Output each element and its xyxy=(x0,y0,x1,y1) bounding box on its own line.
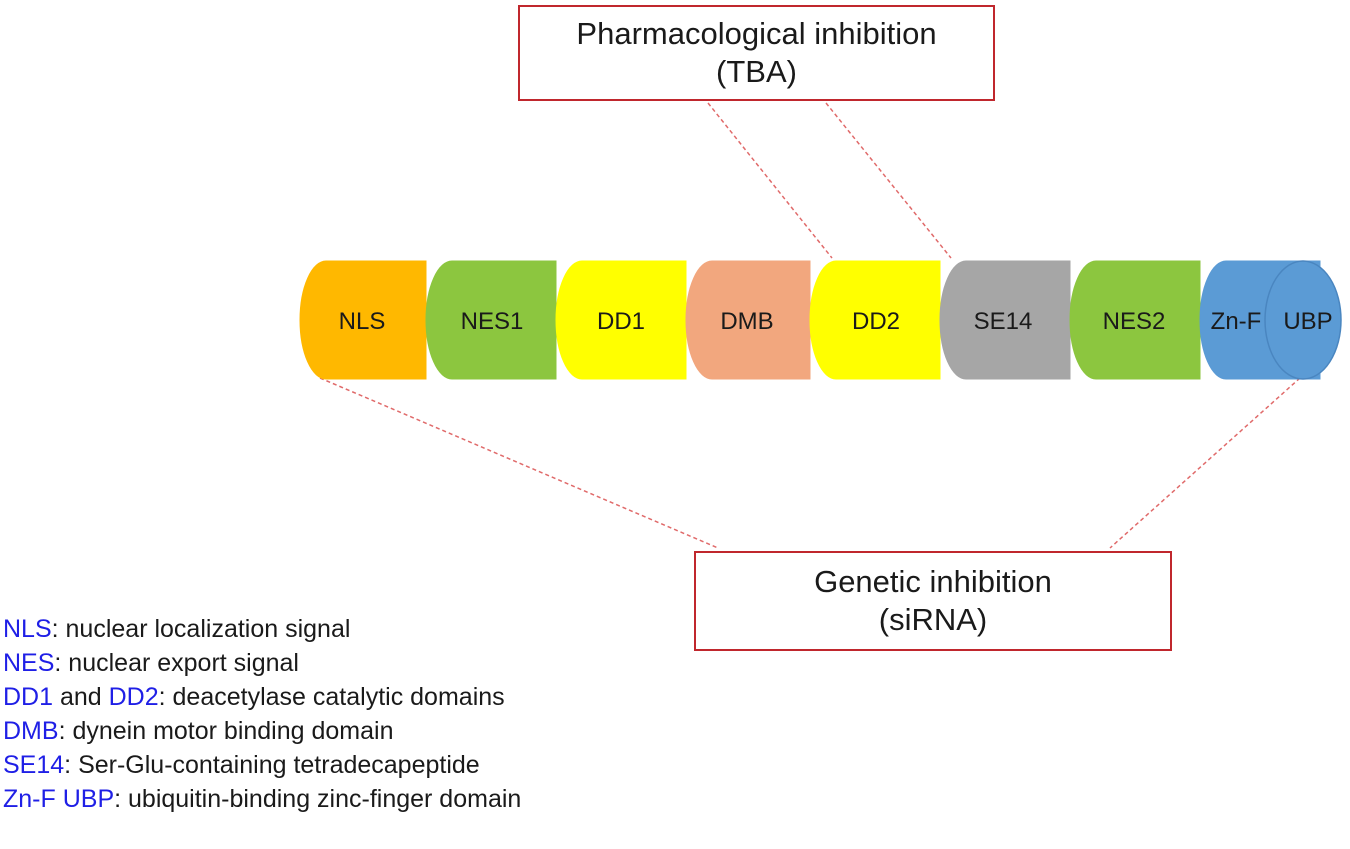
legend-row-dd: DD1 and DD2: deacetylase catalytic domai… xyxy=(3,680,521,714)
callout-top-line2: (TBA) xyxy=(716,54,797,89)
connector-top-right xyxy=(825,102,952,259)
connector-bottom-left xyxy=(319,377,719,549)
legend-row-nes: NES: nuclear export signal xyxy=(3,646,521,680)
domain-label-zn-f: Zn-F xyxy=(1211,308,1262,335)
legend-row-dmb: DMB: dynein motor binding domain xyxy=(3,714,521,748)
legend: NLS: nuclear localization signal NES: nu… xyxy=(3,612,521,816)
domain-segment-se14 xyxy=(939,260,1071,380)
domain-label-se14: SE14 xyxy=(974,308,1033,335)
legend-text: : nuclear localization signal xyxy=(51,615,351,643)
domain-label-nes2: NES2 xyxy=(1103,308,1166,335)
legend-text: : Ser-Glu-containing tetradecapeptide xyxy=(64,751,480,779)
legend-abbr: DD1 xyxy=(3,683,54,711)
domain-label-dmb: DMB xyxy=(720,308,773,335)
genetic-inhibition-callout: Genetic inhibition (siRNA) xyxy=(694,551,1172,651)
callout-bottom-line1: Genetic inhibition xyxy=(814,564,1052,599)
legend-abbr: DMB xyxy=(3,717,59,745)
legend-abbr: NES xyxy=(3,649,55,677)
domain-segment-nls xyxy=(299,260,427,380)
domain-label-dd2: DD2 xyxy=(852,308,900,335)
domain-segment-dd1 xyxy=(555,260,687,380)
legend-mid: and xyxy=(53,683,109,711)
legend-text: : nuclear export signal xyxy=(54,649,299,677)
domain-segment-dmb xyxy=(685,260,811,380)
legend-text: : ubiquitin-binding zinc-finger domain xyxy=(114,785,522,813)
connector-lines xyxy=(319,102,1301,549)
domain-segment-nes2 xyxy=(1069,260,1201,380)
domain-segment-ubp xyxy=(1264,260,1342,380)
callout-top-line1: Pharmacological inhibition xyxy=(576,16,937,51)
connector-bottom-right xyxy=(1109,377,1301,549)
domain-segment-nes1 xyxy=(425,260,557,380)
domain-label-nls: NLS xyxy=(339,308,386,335)
callout-bottom-line2: (siRNA) xyxy=(878,602,988,637)
domain-label-dd1: DD1 xyxy=(597,308,645,335)
legend-abbr: NLS xyxy=(3,615,52,643)
legend-abbr: SE14 xyxy=(3,751,65,779)
legend-abbr-2: DD2 xyxy=(108,683,159,711)
pharmacological-inhibition-callout: Pharmacological inhibition (TBA) xyxy=(518,5,995,101)
legend-abbr: Zn-F UBP xyxy=(3,785,115,813)
legend-row-nls: NLS: nuclear localization signal xyxy=(3,612,521,646)
domain-cylinder: NLS NES1 DD1 DMB DD2 SE14 NES2 Zn-F UBP xyxy=(299,260,1342,380)
legend-text: : dynein motor binding domain xyxy=(58,717,394,745)
domain-label-nes1: NES1 xyxy=(461,308,524,335)
connector-top-left xyxy=(707,102,833,259)
legend-row-se14: SE14: Ser-Glu-containing tetradecapeptid… xyxy=(3,748,521,782)
legend-text: : deacetylase catalytic domains xyxy=(158,683,505,711)
legend-row-znf-ubp: Zn-F UBP: ubiquitin-binding zinc-finger … xyxy=(3,782,521,816)
domain-segment-dd2 xyxy=(809,260,941,380)
domain-label-ubp: UBP xyxy=(1283,308,1332,335)
